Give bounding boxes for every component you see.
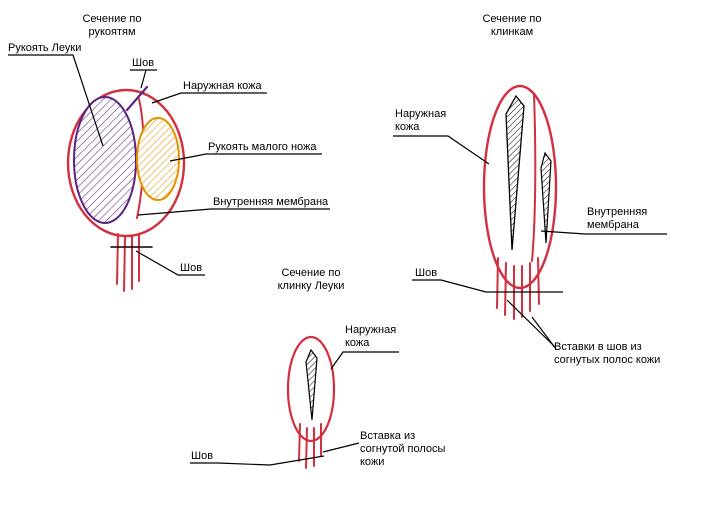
- leader-insert-leuku: [322, 442, 360, 453]
- leader-small-knife-handle: [169, 153, 322, 162]
- blades-cross-section-drawing: [482, 84, 558, 320]
- leader-leuku-handle: [8, 54, 104, 147]
- sheath-outline-handles: [66, 88, 186, 292]
- label-inner-membrane-blades: Внутренняя мембрана: [587, 206, 648, 231]
- label-leuku-handle: Рукоять Леуки: [8, 42, 82, 54]
- title-handles-section: Сечение по рукоятям: [82, 13, 142, 38]
- sheath-outline-leuku: [286, 335, 336, 469]
- label-inner-membrane-handles: Внутренняя мембрана: [213, 196, 329, 208]
- leader-outer-leather-handles: [151, 92, 267, 104]
- leader-seam-handles-bottom: [135, 250, 205, 276]
- leader-seam-inserts-1: [506, 299, 555, 347]
- leader-seam-inserts-2: [531, 316, 557, 350]
- label-outer-leather-blades: Наружная кожа: [395, 108, 447, 133]
- seam-stroke-handles-top: [125, 85, 149, 112]
- label-seam-inserts-blades: Вставки в шов из согнутых полос кожи: [554, 341, 661, 366]
- label-seam-leuku: Шов: [191, 450, 214, 462]
- leuku-blade-section: [505, 94, 525, 251]
- label-insert-leuku: Вставка из согнутой полосы кожи: [360, 430, 446, 468]
- leader-inner-membrane-handles: [137, 208, 330, 216]
- label-seam-handles-top: Шов: [132, 57, 155, 69]
- handles-cross-section-drawing: [66, 85, 186, 292]
- leader-lines: [8, 54, 667, 466]
- leader-inner-membrane-blades: [540, 230, 667, 235]
- leader-seam-leuku: [190, 455, 325, 466]
- leuku-blade-single-section: [305, 348, 318, 421]
- label-seam-blades: Шов: [415, 267, 438, 279]
- label-seam-handles-bottom: Шов: [180, 262, 203, 274]
- label-small-knife-handle: Рукоять малого ножа: [208, 141, 317, 153]
- leader-outer-leather-leuku: [330, 351, 399, 370]
- small-knife-blade-section: [540, 151, 552, 244]
- leuku-blade-cross-section-drawing: [286, 335, 336, 469]
- leader-outer-leather-blades: [393, 135, 490, 165]
- label-outer-leather-leuku: Наружная кожа: [345, 324, 397, 349]
- inner-membrane-line-blades: [531, 93, 537, 262]
- leader-seam-handles-top: [140, 69, 147, 89]
- leuku-handle-section: [73, 96, 137, 224]
- small-knife-handle-section: [136, 117, 180, 201]
- sheath-outline-blades: [482, 84, 558, 320]
- title-blades-section: Сечение по клинкам: [482, 13, 542, 38]
- leader-seam-blades: [412, 279, 563, 293]
- label-outer-leather-handles: Наружная кожа: [183, 80, 262, 92]
- title-leuku-blade-section: Сечение по клинку Леуки: [277, 267, 345, 292]
